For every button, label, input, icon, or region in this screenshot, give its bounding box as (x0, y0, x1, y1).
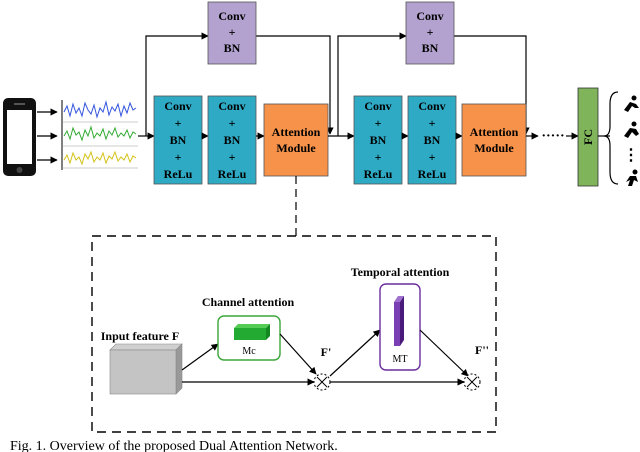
channel-attention-box: Mc (217, 315, 281, 361)
skip-arrow-1-out (256, 35, 334, 135)
fc-label: FC (581, 129, 595, 145)
conv-block-2-line2: + (229, 116, 236, 130)
conv-bn-block-top-1: Conv + BN (207, 1, 257, 65)
conv-bn-relu-block-1: Conv + BN + ReLu (153, 95, 203, 185)
conv-bn-top-2-line2: + (427, 25, 434, 39)
conv-bn-top-1-line3: BN (224, 41, 241, 55)
arrow-temporal-multiply2 (419, 329, 469, 377)
signal-blue (63, 100, 137, 119)
attention-1-line1: Attention (272, 125, 321, 139)
conv-block-2-line5: ReLu (218, 167, 247, 181)
conv-block-3-line3: BN (370, 133, 387, 147)
channel-attention-title: Channel attention (202, 295, 295, 309)
sensor-signals (61, 100, 138, 170)
conv-bn-top-2-line1: Conv (416, 9, 443, 23)
conv-block-1-line5: ReLu (164, 167, 193, 181)
conv-block-3-line4: + (375, 150, 382, 164)
conv-block-1-line3: BN (170, 133, 187, 147)
conv-block-1-line4: + (175, 150, 182, 164)
attention-detail-box (91, 235, 497, 433)
channel-attention-sub: Mc (242, 346, 256, 357)
conv-block-4-line2: + (429, 116, 436, 130)
attention-2-line2: Module (474, 141, 514, 155)
conv-block-1-line1: Conv (164, 99, 191, 113)
temporal-attention-sub: MT (393, 354, 408, 365)
activity-icon-3 (626, 169, 638, 186)
attention-module-2: Attention Module (461, 103, 527, 177)
ellipsis: ····· (541, 129, 564, 144)
conv-bn-block-top-2: Conv + BN (405, 1, 455, 65)
attention-1-line2: Module (276, 141, 316, 155)
temporal-attention-box: MT (379, 283, 421, 371)
f-prime-label: F' (321, 345, 332, 359)
multiply-node-2 (463, 373, 481, 391)
conv-block-4-line1: Conv (418, 99, 445, 113)
temporal-attention-title: Temporal attention (351, 265, 450, 279)
f-double-prime-label: F'' (475, 343, 489, 357)
figure-caption: Fig. 1. Overview of the proposed Dual At… (10, 439, 338, 452)
conv-bn-relu-block-2: Conv + BN + ReLu (207, 95, 257, 185)
conv-block-2-line3: BN (224, 133, 241, 147)
activity-icon-1 (624, 95, 639, 112)
conv-block-3-line1: Conv (364, 99, 391, 113)
conv-block-2-line1: Conv (218, 99, 245, 113)
output-ellipsis: ⋮ (623, 147, 639, 164)
multiply-node-1 (313, 373, 331, 391)
conv-block-4-line3: BN (424, 133, 441, 147)
attention-module-1: Attention Module (263, 103, 329, 177)
conv-bn-relu-block-3: Conv + BN + ReLu (353, 95, 403, 185)
conv-block-1-line2: + (175, 116, 182, 130)
signal-green (63, 125, 137, 142)
fc-layer: FC (577, 87, 599, 187)
attention-2-line1: Attention (470, 125, 519, 139)
conv-block-3-line2: + (375, 116, 382, 130)
conv-block-4-line5: ReLu (418, 167, 447, 181)
conv-block-4-line4: + (429, 150, 436, 164)
conv-bn-top-1-line1: Conv (218, 9, 245, 23)
conv-bn-top-1-line2: + (229, 25, 236, 39)
arrow-input-channel (181, 343, 219, 371)
input-feature-label: Input feature F (101, 329, 179, 343)
signal-yellow (63, 150, 137, 166)
input-feature-block (109, 343, 183, 395)
output-brace (603, 91, 619, 185)
skip-arrow-2-in (337, 32, 407, 136)
conv-block-2-line4: + (229, 150, 236, 164)
skip-arrow-2-out (454, 35, 530, 135)
skip-arrow-1-in (145, 32, 209, 136)
smartphone-icon (3, 98, 36, 176)
conv-bn-relu-block-4: Conv + BN + ReLu (407, 95, 457, 185)
conv-block-3-line5: ReLu (364, 167, 393, 181)
conv-bn-top-2-line3: BN (422, 41, 439, 55)
activity-icon-2 (624, 121, 639, 138)
arrow-channel-multiply1 (279, 333, 317, 375)
arrow-multiply1-temporal (329, 329, 381, 377)
